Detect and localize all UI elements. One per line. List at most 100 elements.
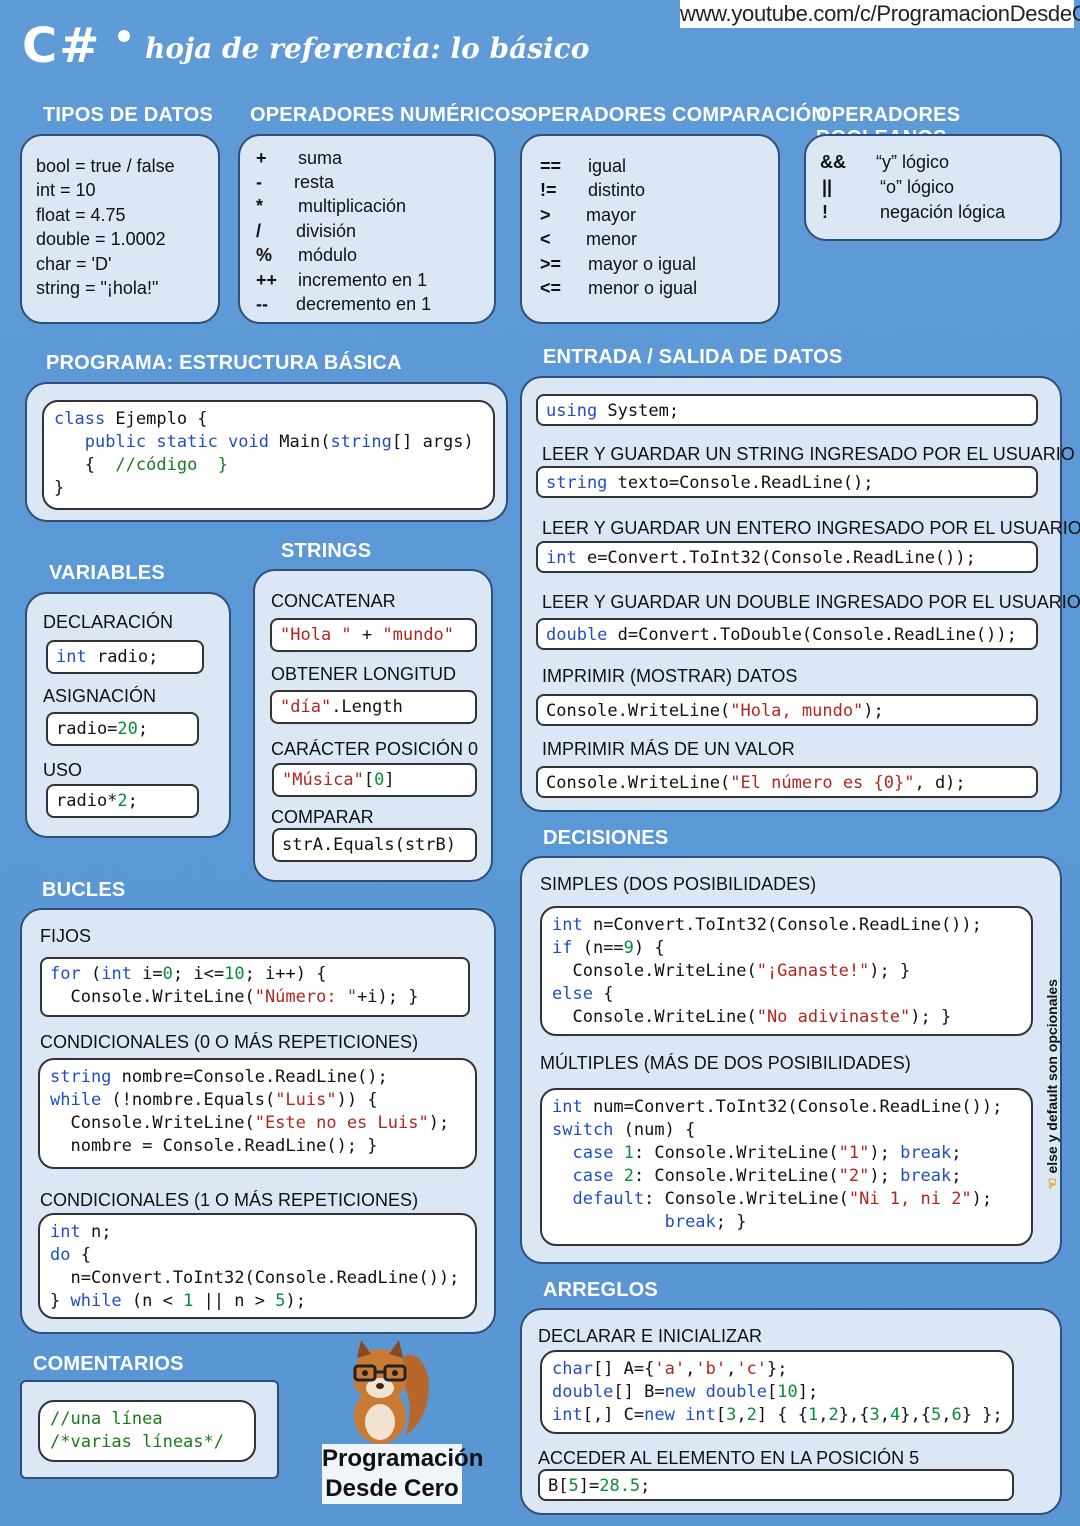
tipo-line: string = "¡hola!" — [36, 278, 159, 298]
bucles-panel: FIJOS for (int i=0; i<=10; i++) { Consol… — [20, 908, 496, 1334]
leer-entero-code: int e=Convert.ToInt32(Console.ReadLine()… — [536, 541, 1038, 573]
multiples-label: MÚLTIPLES (MÁS DE DOS POSIBILIDADES) — [540, 1053, 911, 1073]
using-code: using System; — [536, 394, 1038, 426]
op-symbol: > — [540, 205, 551, 225]
comentarios-panel: //una línea /*varias líneas*/ — [20, 1380, 279, 1479]
multiples-code: int num=Convert.ToInt32(Console.ReadLine… — [540, 1088, 1033, 1246]
cond0-label: CONDICIONALES (0 O MÁS REPETICIONES) — [40, 1032, 419, 1052]
variables-heading: VARIABLES — [49, 562, 165, 584]
concatenar-label: CONCATENAR — [271, 591, 396, 611]
io-heading: ENTRADA / SALIDA DE DATOS — [543, 346, 843, 368]
op-text: multiplicación — [298, 196, 407, 216]
op-text: mayor o igual — [588, 254, 697, 274]
tipos-heading: TIPOS DE DATOS — [43, 104, 213, 126]
declarar-label: DECLARAR E INICIALIZAR — [538, 1326, 763, 1346]
tipo-line: float = 4.75 — [36, 205, 126, 225]
longitud-label: OBTENER LONGITUD — [271, 664, 457, 684]
tipo-line: double = 1.0002 — [36, 229, 166, 249]
comparar-code: strA.Equals(strB) — [272, 828, 477, 862]
fijos-label: FIJOS — [40, 926, 92, 946]
leer-double-label: LEER Y GUARDAR UN DOUBLE INGRESADO POR E… — [542, 592, 1080, 612]
op-text: “o” lógico — [880, 177, 955, 197]
fijos-code: for (int i=0; i<=10; i++) { Console.Writ… — [40, 957, 470, 1017]
asignacion-label: ASIGNACIÓN — [43, 686, 157, 706]
title-bullet — [118, 30, 130, 42]
arreglos-panel: DECLARAR E INICIALIZAR char[] A={'a','b'… — [520, 1308, 1062, 1515]
decisiones-panel: SIMPLES (DOS POSIBILIDADES) int n=Conver… — [520, 856, 1062, 1264]
variables-panel: DECLARACIÓN int radio; ASIGNACIÓN radio=… — [25, 592, 231, 838]
numericos-heading: OPERADORES NUMÉRICOS — [250, 104, 525, 126]
comparacion-panel: == igual != distinto > mayor < menor >= … — [520, 134, 780, 324]
bucles-heading: BUCLES — [42, 879, 126, 901]
op-symbol: >= — [540, 254, 562, 274]
page-title: hoja de referencia: lo básico — [145, 32, 590, 65]
side-note-label: else y default son opcionales — [1044, 979, 1060, 1174]
tipo-line: bool = true / false — [36, 156, 175, 176]
op-text: igual — [588, 156, 627, 176]
io-panel: using System; LEER Y GUARDAR UN STRING I… — [520, 376, 1080, 812]
op-symbol: - — [256, 172, 262, 192]
op-text: incremento en 1 — [298, 270, 428, 290]
op-symbol: -- — [256, 294, 268, 314]
decisiones-heading: DECISIONES — [543, 827, 669, 849]
caracter-code: "Música"[0] — [272, 763, 477, 797]
op-symbol: / — [256, 221, 262, 241]
tipos-panel: bool = true / false int = 10 float = 4.7… — [20, 134, 220, 324]
booleanos-panel: && “y” lógico || “o” lógico ! negación l… — [804, 134, 1062, 241]
pointing-hand-icon: ☜ — [1044, 1177, 1060, 1190]
op-text: decremento en 1 — [296, 294, 432, 314]
op-symbol: ++ — [256, 270, 278, 290]
op-symbol: && — [820, 152, 846, 172]
comentarios-heading: COMENTARIOS — [33, 1353, 184, 1375]
tipo-line: char = 'D' — [36, 254, 112, 274]
programa-code: class Ejemplo { public static void Main(… — [42, 400, 495, 510]
side-note: ☜ else y default son opcionales — [1044, 945, 1064, 1190]
acceder-code: B[5]=28.5; — [538, 1469, 1014, 1501]
op-text: división — [296, 221, 357, 241]
comparacion-heading: OPERADORES COMPARACIÓN — [522, 104, 827, 126]
op-text: “y” lógico — [876, 152, 950, 172]
comparar-label: COMPARAR — [271, 807, 374, 827]
tipo-line: int = 10 — [36, 180, 96, 200]
logo-text: Programación Desde Cero — [322, 1444, 484, 1504]
op-text: negación lógica — [880, 202, 1006, 222]
op-symbol: < — [540, 229, 551, 249]
longitud-code: "día".Length — [270, 690, 477, 724]
strings-heading: STRINGS — [281, 540, 372, 562]
op-symbol: * — [256, 196, 264, 216]
cond0-code: string nombre=Console.ReadLine(); while … — [38, 1058, 477, 1169]
op-text: módulo — [298, 245, 358, 265]
concatenar-code: "Hola " + "mundo" — [270, 618, 477, 652]
declarar-code: char[] A={'a','b','c'}; double[] B=new d… — [540, 1350, 1014, 1434]
side-note-text: ☜ else y default son opcionales — [1044, 979, 1061, 1190]
logo-line-1: Programación — [322, 1445, 484, 1472]
comentarios-code: //una línea /*varias líneas*/ — [38, 1400, 256, 1462]
acceder-label: ACCEDER AL ELEMENTO EN LA POSICIÓN 5 — [538, 1448, 920, 1468]
op-symbol: == — [540, 156, 562, 176]
leer-string-code: string texto=Console.ReadLine(); — [536, 466, 1038, 498]
arreglos-heading: ARREGLOS — [543, 1279, 658, 1301]
op-symbol: || — [822, 177, 833, 197]
declaracion-label: DECLARACIÓN — [43, 612, 174, 632]
programa-heading: PROGRAMA: ESTRUCTURA BÁSICA — [46, 352, 402, 374]
language-title: C# — [22, 18, 102, 74]
imprimir-mas-label: IMPRIMIR MÁS DE UN VALOR — [542, 739, 795, 759]
op-symbol: ! — [822, 202, 828, 222]
simples-code: int n=Convert.ToInt32(Console.ReadLine()… — [540, 906, 1033, 1036]
channel-url[interactable]: www.youtube.com/c/ProgramacionDesdeCero — [680, 0, 1080, 28]
imprimir-mas-code: Console.WriteLine("El número es {0}", d)… — [536, 766, 1038, 798]
leer-double-code: double d=Convert.ToDouble(Console.ReadLi… — [536, 618, 1038, 650]
imprimir-code: Console.WriteLine("Hola, mundo"); — [536, 694, 1038, 726]
cond1-label: CONDICIONALES (1 O MÁS REPETICIONES) — [40, 1190, 419, 1210]
squirrel-logo-icon — [353, 1340, 429, 1444]
op-symbol: != — [540, 180, 557, 200]
uso-label: USO — [43, 760, 83, 780]
asignacion-code: radio=20; — [46, 712, 199, 746]
leer-string-label: LEER Y GUARDAR UN STRING INGRESADO POR E… — [542, 444, 1075, 464]
imprimir-label: IMPRIMIR (MOSTRAR) DATOS — [542, 666, 798, 686]
op-text: suma — [298, 148, 343, 168]
uso-code: radio*2; — [46, 784, 199, 818]
op-symbol: + — [256, 148, 267, 168]
numericos-panel: + suma - resta * multiplicación / divisi… — [238, 134, 496, 324]
op-text: menor — [586, 229, 638, 249]
